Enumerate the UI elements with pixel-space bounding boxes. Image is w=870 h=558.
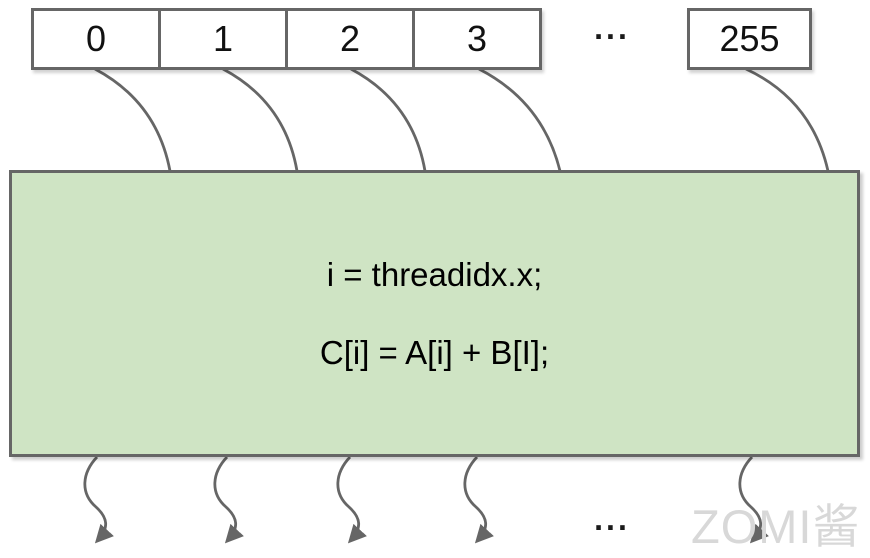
- code-line-2: C[i] = A[i] + B[I];: [319, 333, 550, 371]
- top-connector-0: [94, 67, 172, 172]
- bottom-arrow-0: [83, 456, 114, 544]
- thread-cell-1: 1: [161, 11, 288, 67]
- kernel-box: i = threadidx.x; C[i] = A[i] + B[I];: [9, 170, 860, 457]
- code-line-1: i = threadidx.x;: [326, 255, 543, 293]
- bottom-arrow-3: [463, 456, 494, 544]
- top-connector-1: [222, 67, 299, 172]
- thread-cell-255: 255: [687, 8, 812, 70]
- top-connector-3: [478, 67, 562, 172]
- thread-id-row: 0 1 2 3: [31, 8, 542, 70]
- bottom-arrow-2: [336, 456, 367, 544]
- watermark: ZOMI酱: [691, 500, 861, 553]
- thread-cell-0: 0: [34, 11, 161, 67]
- thread-cell-2: 2: [288, 11, 415, 67]
- top-connector-2: [350, 67, 427, 172]
- top-connector-255: [745, 67, 830, 172]
- ellipsis-bottom: ...: [594, 501, 630, 537]
- thread-cell-3: 3: [466, 18, 488, 59]
- bottom-arrow-1: [213, 456, 244, 544]
- ellipsis-top: ...: [594, 10, 630, 46]
